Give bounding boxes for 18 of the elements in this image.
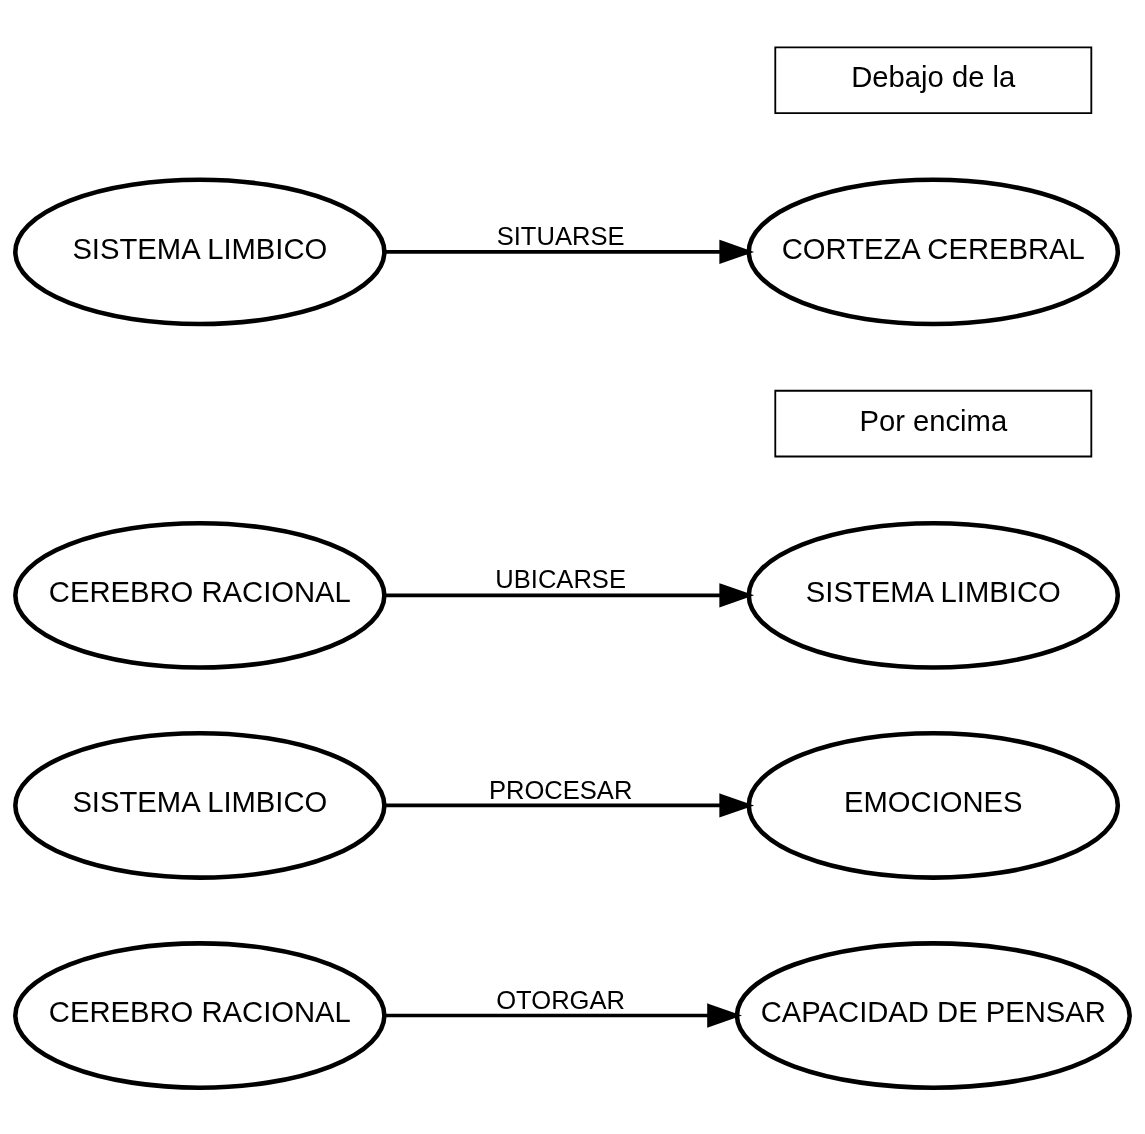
arrow (384, 792, 755, 818)
edge-label: UBICARSE (495, 564, 626, 593)
node-ellipse: CEREBRO RACIONAL (13, 520, 387, 670)
edge-label: PROCESAR (488, 775, 633, 803)
edge-label: SITUARSE (496, 221, 625, 250)
arrow (384, 582, 755, 608)
node-ellipse: CEREBRO RACIONAL (13, 940, 387, 1090)
edge-label: OTORGAR (496, 985, 626, 1014)
arrow (384, 1002, 742, 1028)
node-box: Debajo de la (774, 45, 1093, 114)
node-ellipse: CORTEZA CEREBRAL (746, 176, 1121, 326)
node-ellipse: CAPACIDAD DE PENSAR (734, 940, 1132, 1090)
node-ellipse: SISTEMA LIMBICO (13, 176, 387, 326)
arrow (384, 239, 755, 264)
node-box: Por encima (774, 389, 1093, 457)
node-ellipse: SISTEMA LIMBICO (746, 520, 1121, 670)
node-ellipse: SISTEMA LIMBICO (13, 730, 387, 880)
node-ellipse: EMOCIONES (746, 730, 1121, 880)
